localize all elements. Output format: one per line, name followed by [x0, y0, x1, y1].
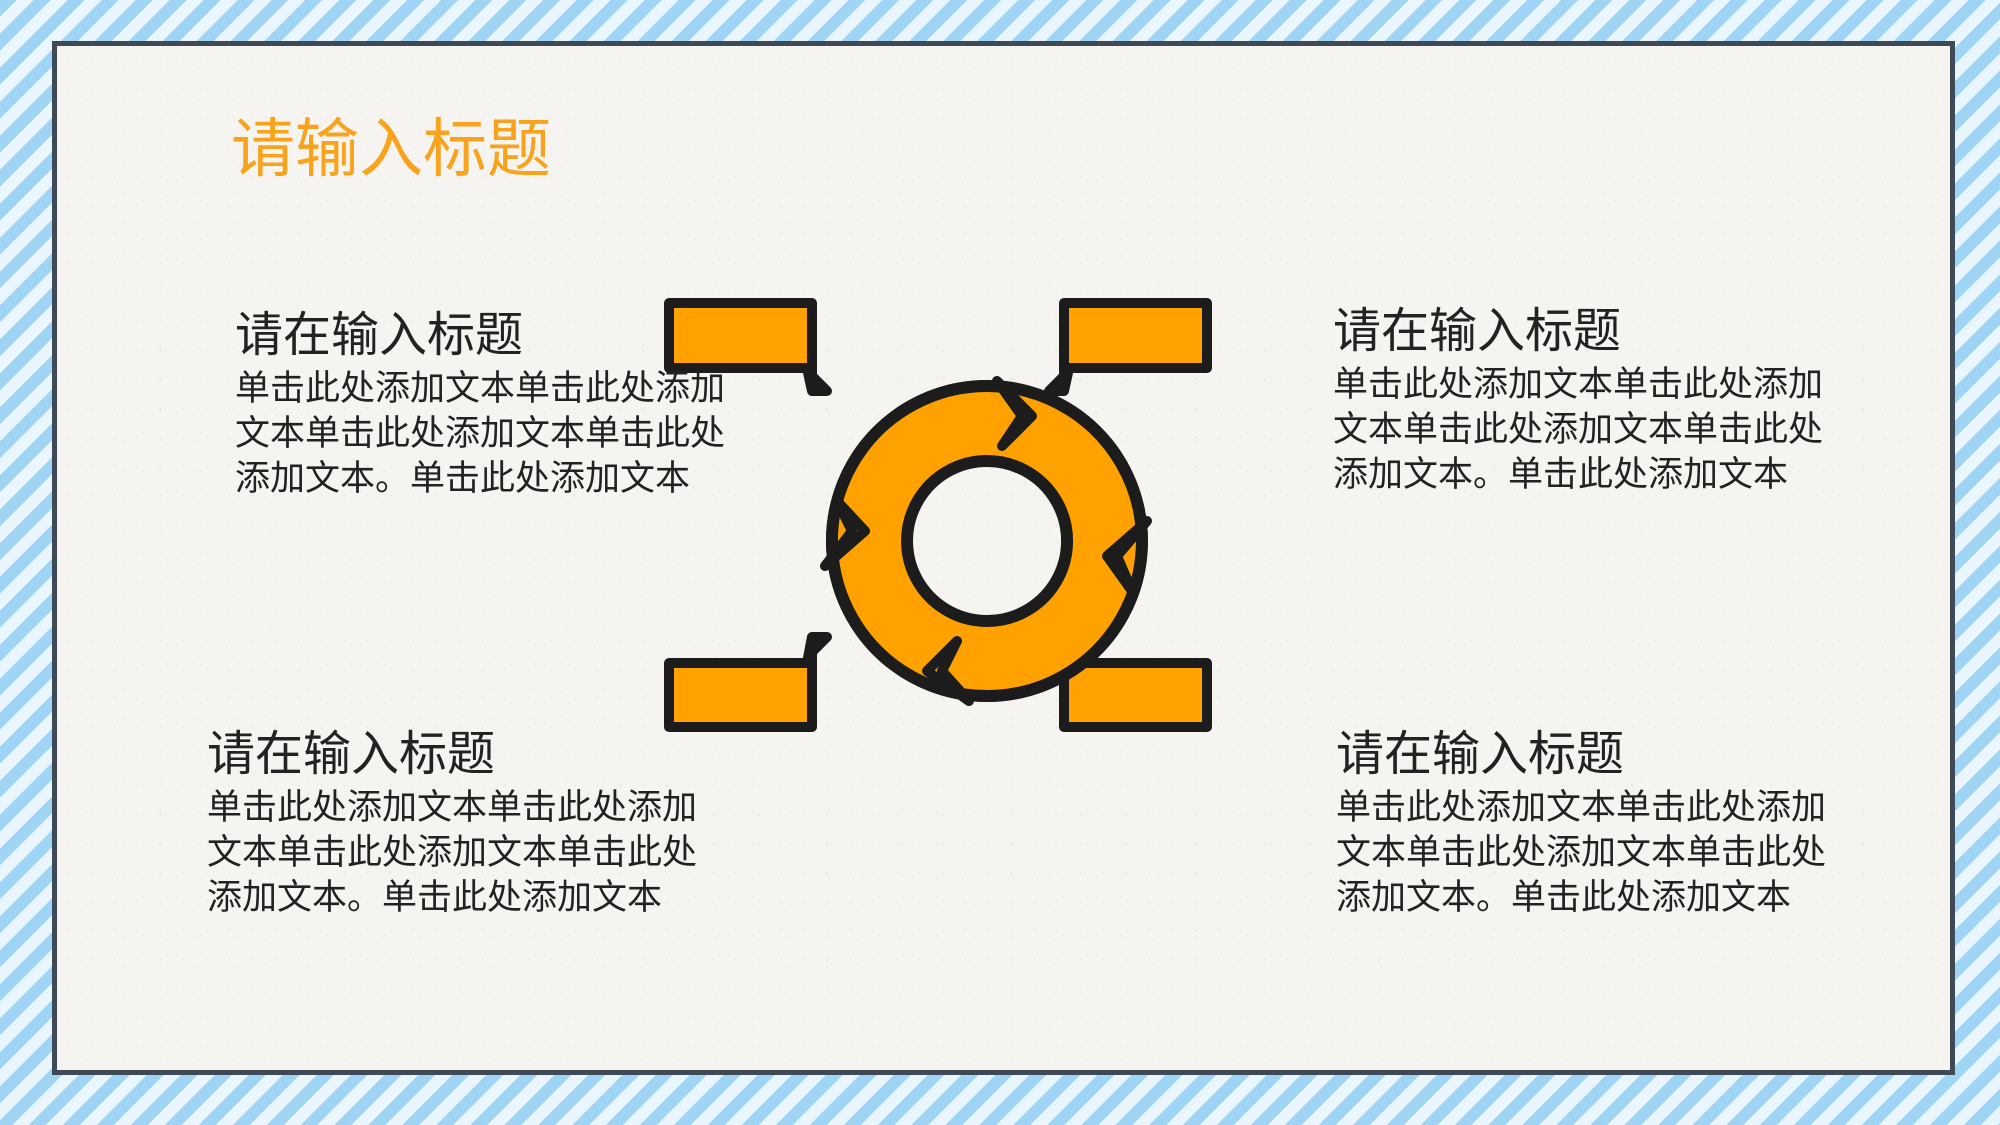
cycle-diagram	[664, 298, 1212, 732]
block-title[interactable]: 请在输入标题	[235, 307, 524, 363]
block-body[interactable]: 单击此处添加文本单击此处添加文本单击此处添加文本单击此处添加文本。单击此处添加文…	[1333, 364, 1824, 495]
text-block-bottom-right[interactable]: 请在输入标题 单击此处添加文本单击此处添加文本单击此处添加文本单击此处添加文本。…	[1336, 726, 1856, 921]
bracket-top-right	[1044, 298, 1212, 396]
text-block-bottom-left[interactable]: 请在输入标题 单击此处添加文本单击此处添加文本单击此处添加文本单击此处添加文本。…	[207, 726, 727, 921]
block-title[interactable]: 请在输入标题	[1336, 726, 1625, 782]
slide-canvas: 请输入标题 请在输入标题 单击此处添加文本	[52, 41, 1955, 1075]
block-body[interactable]: 单击此处添加文本单击此处添加文本单击此处添加文本单击此处添加文本。单击此处添加文…	[235, 368, 726, 499]
text-block-top-right[interactable]: 请在输入标题 单击此处添加文本单击此处添加文本单击此处添加文本单击此处添加文本。…	[1333, 303, 1853, 498]
circular-arrows-cycle-icon	[820, 376, 1152, 706]
bracket-bottom-left	[664, 632, 832, 732]
text-block-top-left[interactable]: 请在输入标题 单击此处添加文本单击此处添加文本单击此处添加文本单击此处添加文本。…	[235, 307, 755, 502]
block-body[interactable]: 单击此处添加文本单击此处添加文本单击此处添加文本单击此处添加文本。单击此处添加文…	[1336, 787, 1827, 918]
bracket-top-left	[664, 298, 832, 396]
block-title[interactable]: 请在输入标题	[1333, 303, 1622, 359]
block-title[interactable]: 请在输入标题	[207, 726, 496, 782]
block-body[interactable]: 单击此处添加文本单击此处添加文本单击此处添加文本单击此处添加文本。单击此处添加文…	[207, 787, 698, 918]
slide-title[interactable]: 请输入标题	[231, 113, 551, 187]
